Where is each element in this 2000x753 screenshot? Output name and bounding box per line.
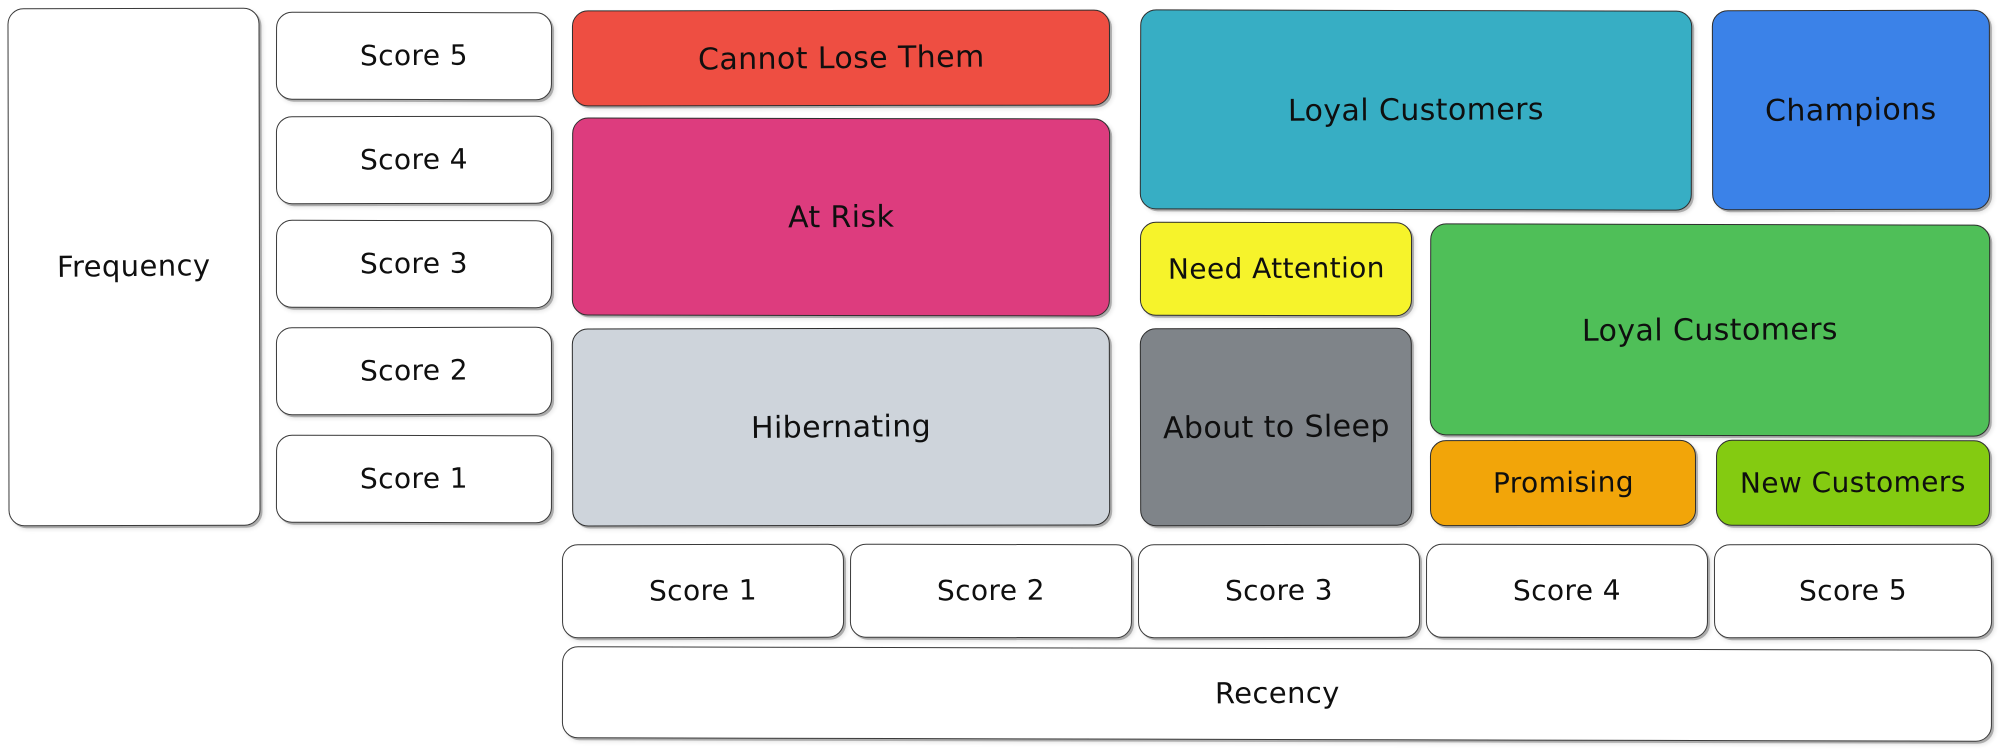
segment-at-risk[interactable]: At Risk xyxy=(571,117,1111,317)
frequency-score-3-label: Score 3 xyxy=(359,246,469,280)
frequency-score-5[interactable]: Score 5 xyxy=(275,11,553,101)
frequency-axis-label: Frequency xyxy=(7,7,261,527)
frequency-score-4-label: Score 4 xyxy=(359,142,469,177)
recency-axis-label: Recency xyxy=(561,646,1993,742)
segment-champions-label: Champions xyxy=(1765,91,1937,129)
segment-champions[interactable]: Champions xyxy=(1711,9,1991,211)
recency-score-1-label: Score 1 xyxy=(648,573,758,608)
frequency-score-1[interactable]: Score 1 xyxy=(275,434,553,524)
frequency-score-4[interactable]: Score 4 xyxy=(275,115,553,205)
recency-score-4[interactable]: Score 4 xyxy=(1425,543,1709,639)
segment-promising[interactable]: Promising xyxy=(1429,439,1697,527)
segment-about-to-sleep-label: About to Sleep xyxy=(1162,408,1390,446)
frequency-score-3[interactable]: Score 3 xyxy=(275,219,553,309)
frequency-score-2-label: Score 2 xyxy=(359,353,469,388)
segment-need-attention-label: Need Attention xyxy=(1167,250,1385,286)
recency-score-1[interactable]: Score 1 xyxy=(561,543,845,639)
recency-score-3-label: Score 3 xyxy=(1224,573,1334,608)
recency-score-2-label: Score 2 xyxy=(936,573,1046,607)
segment-need-attention[interactable]: Need Attention xyxy=(1139,221,1413,317)
recency-axis-text: Recency xyxy=(1214,675,1340,711)
segment-promising-label: Promising xyxy=(1492,464,1634,500)
segment-at-risk-label: At Risk xyxy=(787,199,895,235)
segment-about-to-sleep[interactable]: About to Sleep xyxy=(1139,327,1413,527)
frequency-score-1-label: Score 1 xyxy=(359,461,469,495)
frequency-axis-text: Frequency xyxy=(57,248,211,284)
recency-score-5-label: Score 5 xyxy=(1798,573,1908,608)
recency-score-2[interactable]: Score 2 xyxy=(849,543,1133,639)
segment-cannot-lose-them-label: Cannot Lose Them xyxy=(697,39,985,77)
segment-hibernating-label: Hibernating xyxy=(750,408,932,446)
frequency-score-2[interactable]: Score 2 xyxy=(275,326,553,416)
segment-hibernating[interactable]: Hibernating xyxy=(571,327,1111,527)
segment-loyal-customers-teal-label: Loyal Customers xyxy=(1287,91,1545,129)
segment-new-customers[interactable]: New Customers xyxy=(1715,439,1991,527)
segment-loyal-customers-green[interactable]: Loyal Customers xyxy=(1429,223,1991,437)
segment-loyal-customers-teal[interactable]: Loyal Customers xyxy=(1139,9,1693,211)
segment-cannot-lose-them[interactable]: Cannot Lose Them xyxy=(571,9,1111,107)
segment-new-customers-label: New Customers xyxy=(1739,464,1966,500)
segment-loyal-customers-green-label: Loyal Customers xyxy=(1581,311,1839,349)
recency-score-4-label: Score 4 xyxy=(1512,573,1622,607)
frequency-score-5-label: Score 5 xyxy=(359,38,469,72)
recency-score-3[interactable]: Score 3 xyxy=(1137,543,1421,639)
recency-score-5[interactable]: Score 5 xyxy=(1713,543,1993,639)
